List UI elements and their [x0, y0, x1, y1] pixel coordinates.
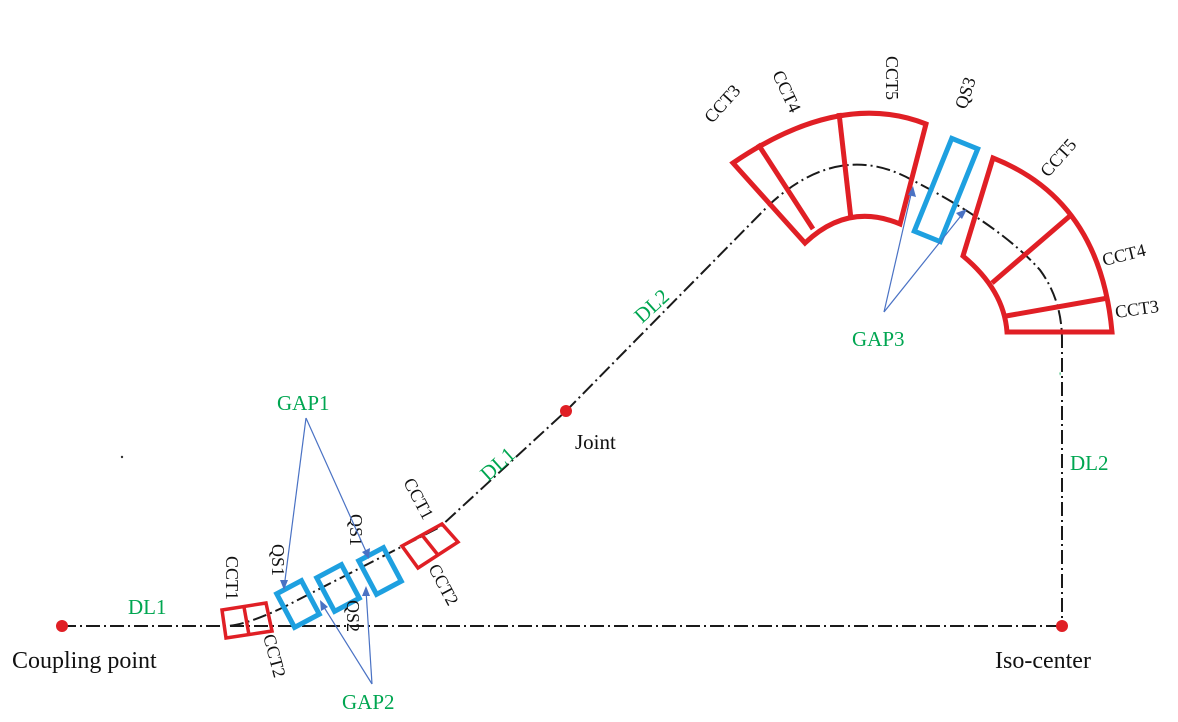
upper-qs3-label: QS3 — [951, 75, 980, 112]
iso-center-marker — [1056, 620, 1068, 632]
quadrupole-qs1-lower — [273, 577, 323, 631]
lower-dipole-cct1-cct2 — [220, 601, 275, 640]
drift-dl2-vert-label: DL2 — [1070, 451, 1109, 475]
lower-cct2-label: CCT2 — [259, 632, 290, 680]
right-cct5-label: CCT5 — [1036, 135, 1080, 181]
upper-section-beam-path — [565, 163, 1063, 626]
lower-section-beam-path — [62, 410, 567, 627]
beam-path — [62, 163, 1063, 627]
gap3-label: GAP3 — [852, 327, 905, 351]
joint-marker — [560, 405, 572, 417]
quadrupole-qs3 — [911, 135, 981, 245]
mid-dipole-cct1-cct2 — [399, 521, 461, 571]
quadrupole-qs1-upper — [355, 544, 405, 598]
coupling-point-label: Coupling point — [12, 648, 157, 674]
lower-dipole-divider — [242, 606, 251, 636]
upper-cct4-label: CCT4 — [768, 67, 805, 115]
stray-dot — [120, 455, 124, 459]
iso-center-label: Iso-center — [995, 648, 1091, 674]
upper-cct3-label: CCT3 — [700, 81, 744, 127]
mid-dipole-divider — [420, 533, 440, 557]
upper-arc-divider-2 — [836, 112, 854, 220]
gap2-arrows — [320, 586, 373, 685]
right-cct3-label: CCT3 — [1114, 296, 1160, 322]
drift-dl2-diag-label: DL2 — [629, 284, 674, 328]
upper-cct5-label: CCT5 — [882, 56, 902, 100]
gap2-label: GAP2 — [342, 690, 395, 714]
upper-arc-divider-1 — [755, 142, 816, 231]
mid-dipole-outline — [399, 521, 461, 571]
upper-dipole-arc — [729, 110, 929, 247]
drift-dl1-diag-label: DL1 — [475, 442, 520, 486]
right-cct4-label: CCT4 — [1100, 240, 1148, 270]
gap1-arrows — [280, 417, 370, 590]
right-dipole-arc — [960, 154, 1115, 335]
coupling-point-marker — [56, 620, 68, 632]
upper-arc-outline — [729, 110, 929, 247]
mid-cct1-label: CCT1 — [399, 474, 437, 522]
green-tick-mark: ' — [1059, 369, 1061, 383]
lower-qs1-label: QS1 — [268, 544, 288, 576]
lower-dipole-outline — [220, 601, 275, 640]
lower-cct1-label: CCT1 — [222, 556, 242, 600]
gap3-arrows — [883, 186, 967, 313]
mid-cct2-label: CCT2 — [424, 560, 462, 608]
right-arc-divider-2 — [1005, 295, 1109, 319]
right-arc-outline — [960, 154, 1115, 335]
quadrupole-qs2 — [313, 561, 363, 615]
gap1-label: GAP1 — [277, 391, 330, 415]
lower-qs2-label: QS2 — [343, 600, 363, 632]
joint-label: Joint — [575, 430, 616, 454]
drift-dl1-bottom-label: DL1 — [128, 595, 167, 619]
right-arc-divider-1 — [990, 213, 1073, 285]
